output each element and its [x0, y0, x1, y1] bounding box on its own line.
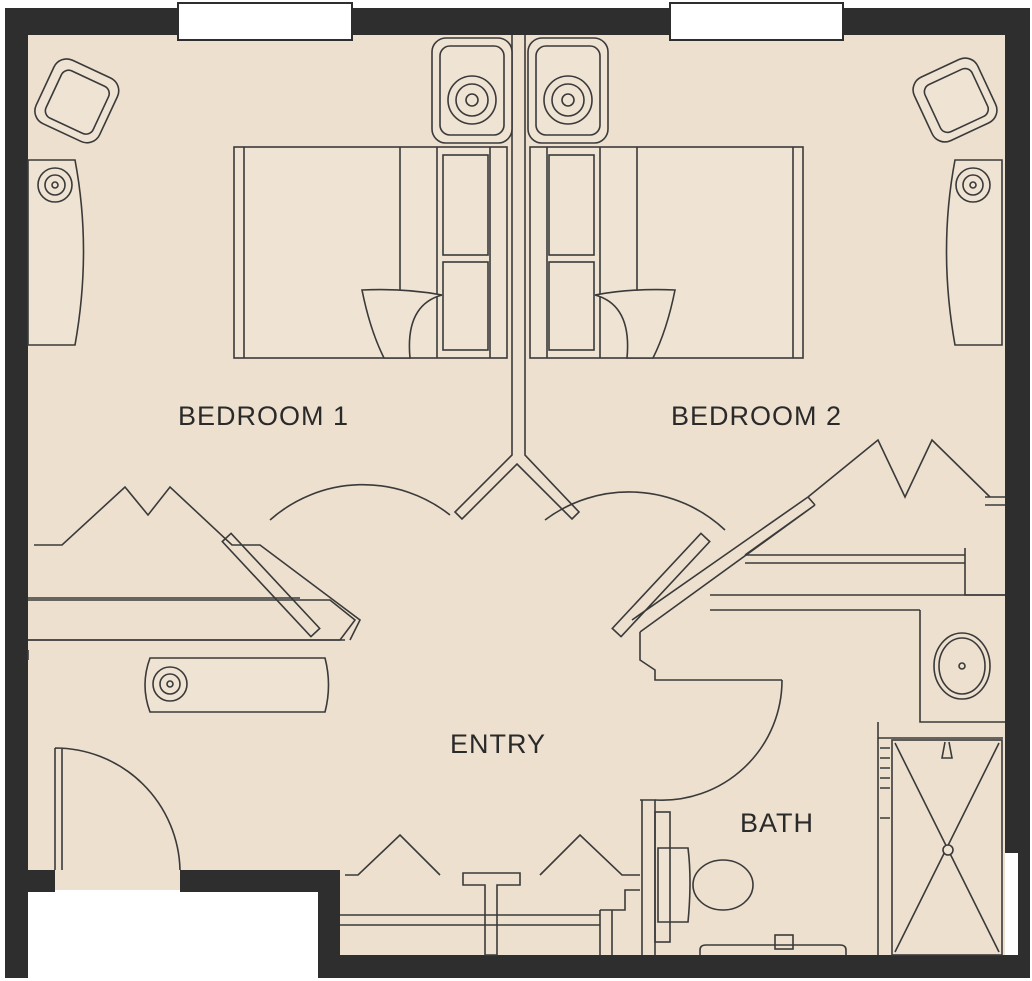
room-label-entry: ENTRY — [450, 729, 547, 759]
bed-1 — [233, 146, 508, 359]
armchair-1 — [34, 58, 120, 144]
window-right — [669, 2, 844, 41]
grab-bar — [699, 934, 847, 955]
window-left — [177, 2, 353, 41]
shower — [880, 739, 1003, 956]
nightstand-1 — [431, 37, 513, 144]
toilet — [654, 811, 754, 943]
room-label-bedroom-1: BEDROOM 1 — [178, 401, 350, 431]
doors — [54, 483, 783, 871]
armchair-2 — [912, 57, 998, 143]
nightstand-2 — [527, 37, 609, 144]
door-front — [54, 747, 181, 871]
dresser-1 — [27, 159, 85, 346]
room-label-bedroom-2: BEDROOM 2 — [671, 401, 843, 431]
walls — [5, 8, 1030, 978]
room-label-bath: BATH — [740, 808, 815, 838]
sink — [933, 632, 991, 700]
door-bath — [654, 679, 783, 801]
partitions — [27, 35, 1005, 956]
entry-console — [144, 657, 330, 713]
door-bedroom2 — [544, 491, 726, 531]
bed-2 — [529, 146, 804, 359]
floor — [28, 35, 1005, 955]
dresser-2 — [945, 159, 1003, 346]
door-bedroom1 — [269, 483, 451, 521]
